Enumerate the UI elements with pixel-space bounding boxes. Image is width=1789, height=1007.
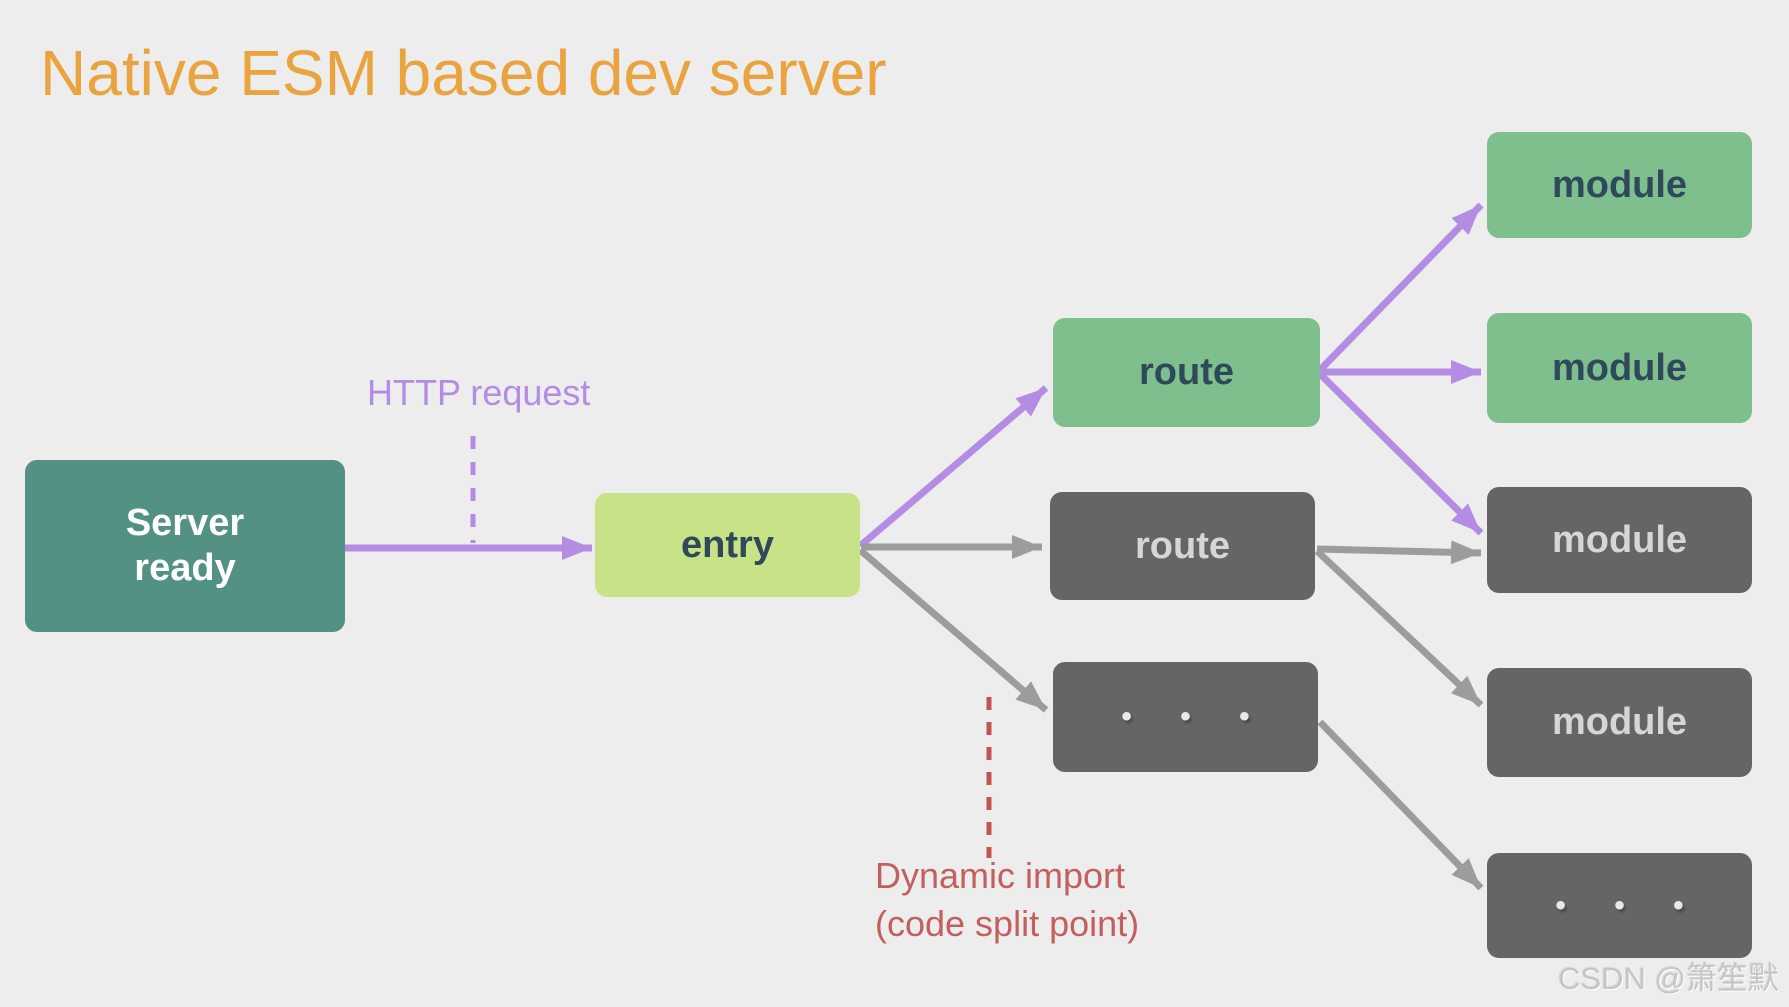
node-label: module — [1551, 701, 1688, 743]
arrow-route-mid-to-module-4 — [1314, 548, 1484, 708]
arrow-route-mid-to-module-3 — [1316, 540, 1482, 565]
arrow-entry-to-route-top — [857, 385, 1049, 549]
node-entry: entry — [595, 493, 860, 597]
node-label: entry — [681, 523, 774, 566]
node-module-3: module — [1487, 487, 1752, 593]
node-label: route — [1139, 351, 1234, 393]
label-dynamic-import-line2: (code split point) — [875, 902, 1140, 944]
node-module-2: module — [1487, 313, 1752, 423]
node-module-1: module — [1487, 132, 1752, 238]
node-dots-right: • • • — [1487, 853, 1752, 958]
arrow-dots-mid-to-dots-right — [1317, 719, 1484, 891]
node-server-ready: Server ready — [25, 460, 345, 632]
node-label: • • • — [1121, 700, 1270, 733]
label-dynamic-import-line1: Dynamic import — [875, 855, 1126, 896]
node-module-4: module — [1487, 668, 1752, 777]
arrow-entry-to-dots-mid — [857, 547, 1049, 713]
node-label: • • • — [1555, 888, 1704, 922]
node-route-top: route — [1053, 318, 1320, 427]
node-dots-mid: • • • — [1053, 662, 1318, 772]
diagram-title: Native ESM based dev server — [40, 37, 887, 109]
node-label: Server ready — [125, 502, 245, 589]
label-dynamic-import: Dynamic import (code split point) — [875, 852, 1139, 947]
node-route-mid: route — [1050, 492, 1315, 600]
node-label: module — [1551, 346, 1688, 389]
node-label: route — [1135, 524, 1230, 567]
label-http-request: HTTP request — [367, 372, 591, 413]
node-label: module — [1551, 518, 1688, 561]
watermark: CSDN @箫笙默 — [1558, 961, 1779, 996]
arrow-route-top-to-module-1 — [1317, 202, 1484, 373]
node-label: module — [1551, 163, 1688, 206]
arrow-route-top-to-module-3 — [1317, 371, 1484, 536]
